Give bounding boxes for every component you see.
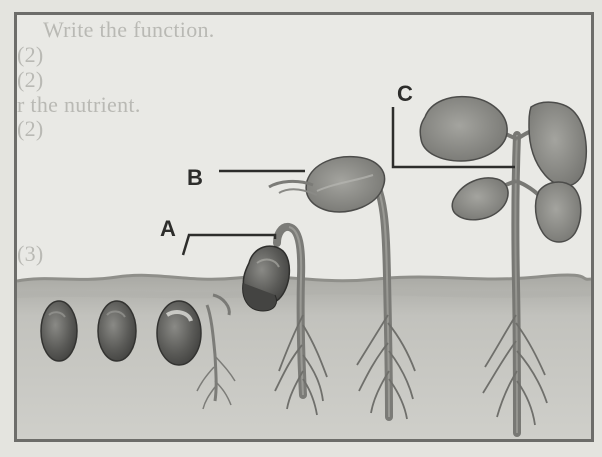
label-b: B <box>187 165 203 191</box>
seed-stage-1 <box>41 301 77 361</box>
figure-frame: Write the function. (2) (2) r the nutrie… <box>14 12 594 442</box>
label-a: A <box>160 216 176 242</box>
label-c: C <box>397 81 413 107</box>
germination-stages-illustration <box>17 15 591 439</box>
seed-stage-2 <box>98 301 136 361</box>
